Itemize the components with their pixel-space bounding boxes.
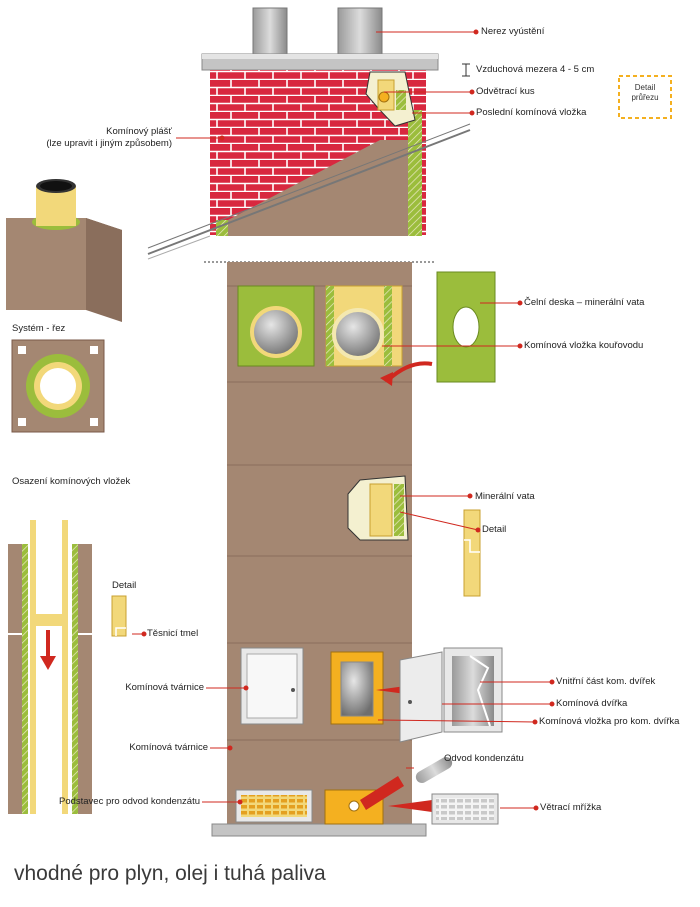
right-detail-strip <box>464 510 480 596</box>
label-vlozka-kourovodu: Komínová vložka kouřovodu <box>524 340 643 351</box>
label-tvarnice-2: Komínová tvárnice <box>84 742 208 753</box>
label-nerez: Nerez vyústění <box>481 26 544 37</box>
label-plast: Komínový plášť <box>40 126 172 137</box>
detail-box-line1: Detail <box>619 75 671 93</box>
label-mezera: Vzduchová mezera 4 - 5 cm <box>476 64 594 75</box>
liner-assembly <box>8 520 92 814</box>
label-posledni: Poslední komínová vložka <box>476 107 586 118</box>
system-block <box>6 179 122 322</box>
label-mineralni-vata: Minerální vata <box>475 491 535 502</box>
label-detail-left: Detail <box>112 580 136 591</box>
label-odvetraci: Odvětrací kus <box>476 86 535 97</box>
label-system-rez: Systém - řez <box>12 323 65 334</box>
label-podstavec: Podstavec pro odvod kondenzátu <box>20 796 200 807</box>
label-tvarnice-1: Komínová tvárnice <box>80 682 204 693</box>
label-vnitrni: Vnitřní část kom. dvířek <box>556 676 655 687</box>
label-vetraci: Větrací mřížka <box>540 802 601 813</box>
front-board <box>437 272 495 382</box>
stainless-outlets <box>253 8 382 54</box>
footer-caption: vhodné pro plyn, olej i tuhá paliva <box>14 862 326 886</box>
mid-cutaway <box>348 476 408 540</box>
system-section-view <box>12 340 104 432</box>
label-detail-right: Detail <box>482 524 506 535</box>
left-detail-strip <box>112 596 126 636</box>
detail-box-line2: průřezu <box>619 93 671 103</box>
label-vlozka-dvirka: Komínová vložka pro kom. dvířka <box>539 716 679 727</box>
label-osazeni: Osazení komínových vložek <box>12 476 130 487</box>
label-celni: Čelní deska – minerální vata <box>524 297 644 308</box>
label-plast-note: (lze upravit i jiným způsobem) <box>20 138 172 149</box>
label-odvod: Odvod kondenzátu <box>444 753 524 764</box>
detail-box: Detail průřezu <box>619 75 671 117</box>
label-dvirka: Komínová dvířka <box>556 698 627 709</box>
label-tesnici: Těsnicí tmel <box>147 628 198 639</box>
